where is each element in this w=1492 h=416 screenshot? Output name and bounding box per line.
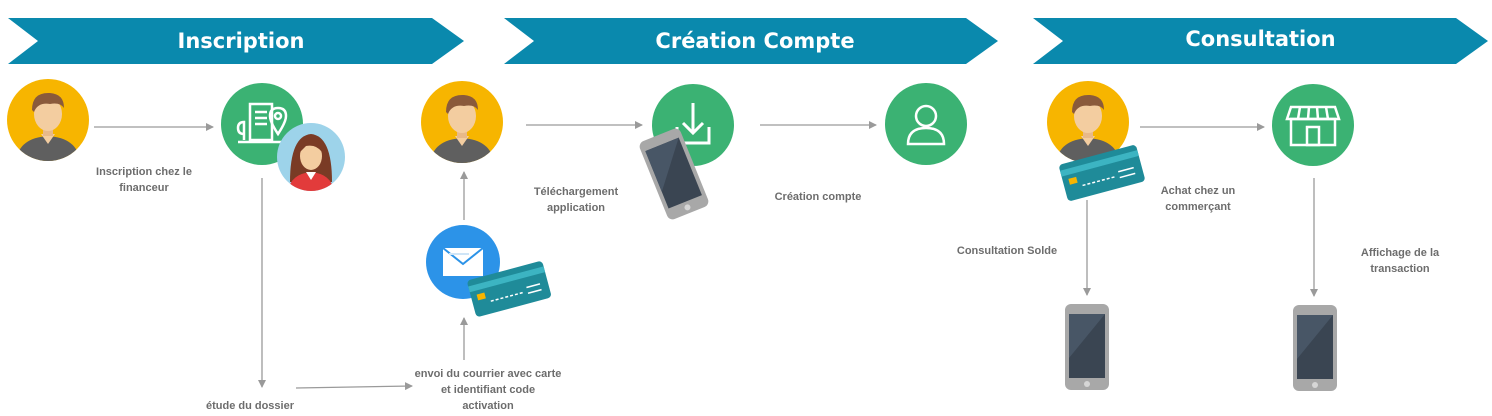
step-label-creation-compte: Création compte — [774, 191, 862, 203]
arrow-etude-to-envoi — [295, 382, 413, 391]
woman-avatar-icon — [277, 123, 345, 191]
phase-title: Inscription — [177, 29, 305, 53]
chevron-banner-shape — [1033, 18, 1488, 64]
user-avatar-icon — [421, 81, 503, 163]
smartphone-icon — [1293, 305, 1337, 391]
payment-card-icon — [467, 261, 551, 317]
phase-banner-consultation: Consultation — [1033, 18, 1488, 64]
payment-card-icon — [1059, 145, 1145, 201]
step-label-envoi-courrier: envoi du courrier avec carte et identifi… — [414, 368, 562, 412]
step-label-achat: Achat chez un commerçant — [1160, 185, 1236, 213]
user-avatar-icon — [7, 79, 89, 161]
smartphone-icon — [639, 128, 709, 220]
user-avatar-icon — [1047, 81, 1129, 163]
chevron-banner-shape — [504, 18, 998, 64]
phase-banner-inscription: Inscription — [8, 18, 464, 64]
chevron-banner-shape — [8, 18, 464, 64]
step-label-etude-dossier: étude du dossier — [205, 400, 295, 412]
phase-banner-creation: Création Compte — [504, 18, 998, 64]
phase-title: Création Compte — [655, 29, 855, 53]
step-label-consultation-solde: Consultation Solde — [956, 245, 1058, 257]
smartphone-icon — [1065, 304, 1109, 390]
account-user-icon — [885, 83, 967, 165]
shop-storefront-icon — [1272, 84, 1354, 166]
step-label-affichage: Affichage de la transaction — [1360, 247, 1440, 275]
phase-title: Consultation — [1185, 27, 1336, 51]
step-label-inscription-financeur: Inscription chez le financeur — [96, 166, 192, 194]
step-label-telechargement: Téléchargement application — [533, 186, 619, 214]
